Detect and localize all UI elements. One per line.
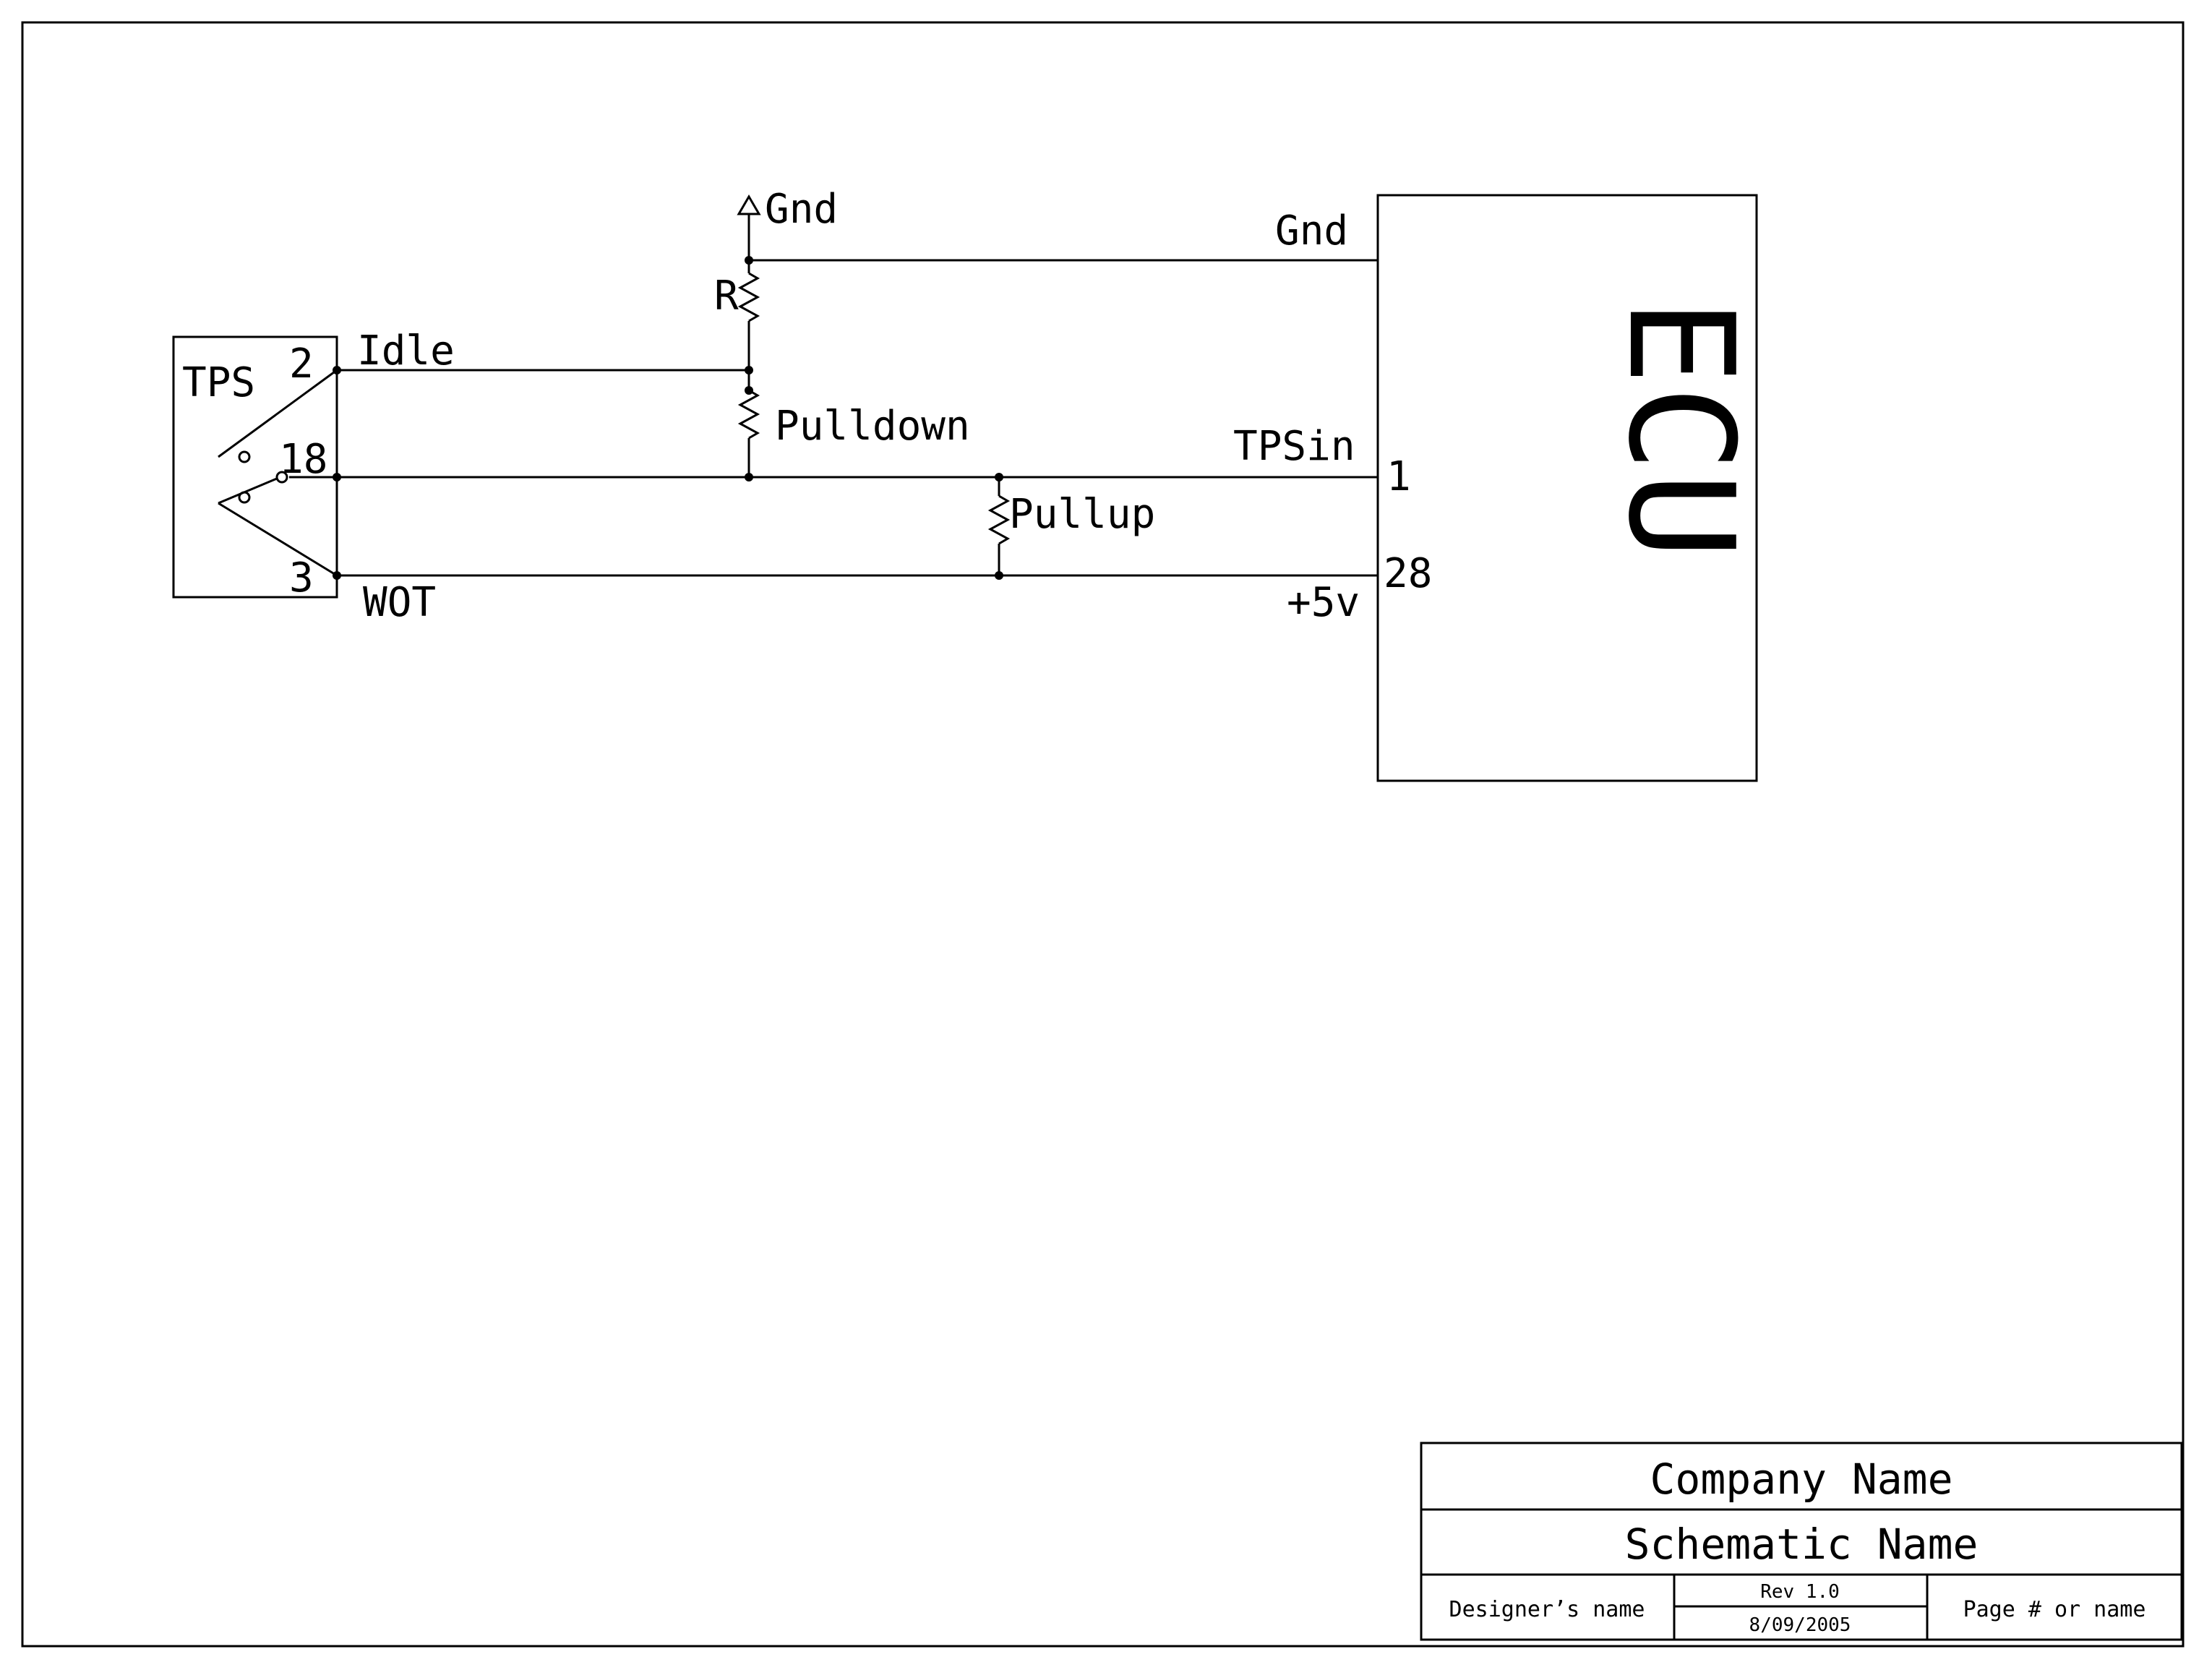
tps-pin-3: 3 [289, 554, 314, 601]
ecu-pin-28: 28 [1384, 550, 1432, 597]
sheet-border [21, 21, 2185, 1648]
wires [337, 194, 1378, 577]
tps-label: TPS [182, 359, 255, 406]
title-rev: Rev 1.0 [1760, 1581, 1840, 1603]
tps-switch [172, 335, 338, 599]
resistor-pullup-label: Pullup [1009, 491, 1155, 538]
resistor-r [737, 272, 760, 322]
net-label-tpsin: TPSin [1233, 423, 1355, 470]
title-company: Company Name [1650, 1455, 1952, 1504]
net-label-idle: Idle [357, 327, 455, 374]
idle-contact [238, 450, 251, 463]
title-schematic: Schematic Name [1625, 1520, 1979, 1569]
common-contact [275, 471, 288, 484]
net-label-gnd-ecu: Gnd [1275, 207, 1348, 254]
resistor-pulldown-label: Pulldown [775, 403, 970, 450]
title-designer: Designer’s name [1449, 1597, 1645, 1622]
ecu-label: ECU [1596, 298, 1765, 559]
ecu-box [1376, 194, 1758, 782]
title-block [1420, 1442, 2183, 1641]
resistor-r-label: R [714, 273, 739, 320]
gnd-symbol-label: Gnd [765, 186, 838, 233]
tps-pin-18: 18 [279, 436, 327, 483]
tps-pin-2: 2 [289, 341, 314, 387]
resistor-pullup [987, 494, 1011, 545]
ground-symbol [737, 194, 761, 215]
title-page: Page # or name [1963, 1597, 2146, 1622]
junctions [333, 256, 1003, 580]
title-date: 8/09/2005 [1749, 1614, 1851, 1636]
net-label-plus5v: +5v [1287, 579, 1360, 626]
tps-box [172, 335, 338, 599]
net-label-wot: WOT [363, 579, 436, 626]
resistor-pulldown [737, 389, 760, 440]
ecu-pin-1: 1 [1386, 453, 1411, 500]
wot-contact [238, 491, 251, 504]
